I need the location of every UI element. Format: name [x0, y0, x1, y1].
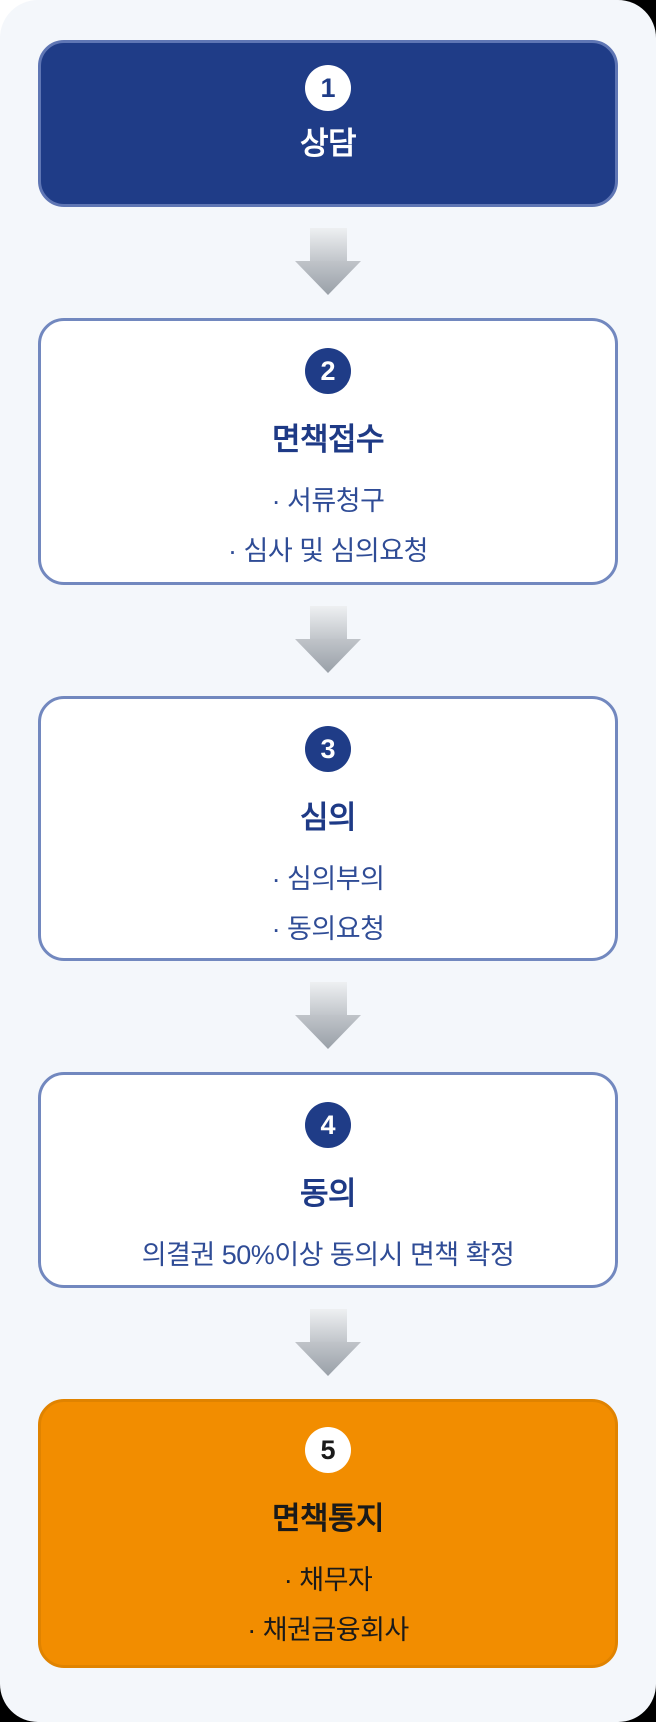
- step-title: 상담: [299, 126, 357, 161]
- step-detail: · 채권금융회사: [247, 1615, 409, 1645]
- step-detail: · 심사 및 심의요청: [228, 536, 428, 566]
- step-card-consultation: 1 상담: [38, 40, 618, 207]
- arrow-down-icon: [295, 228, 361, 295]
- step-number-badge: 2: [305, 348, 351, 394]
- arrow-stem: [309, 1309, 347, 1342]
- step-detail: · 채무자: [283, 1565, 373, 1595]
- arrow-stem: [309, 606, 347, 639]
- step-details: · 서류청구 · 심사 및 심의요청: [228, 476, 428, 576]
- arrow-head: [295, 1342, 361, 1376]
- arrow-head: [295, 639, 361, 673]
- arrow-head: [295, 1015, 361, 1049]
- step-number: 1: [320, 72, 336, 103]
- arrow-down-icon: [295, 1309, 361, 1376]
- step-title: 동의: [299, 1176, 357, 1211]
- step-number-badge: 4: [305, 1102, 351, 1148]
- step-number: 3: [320, 733, 336, 764]
- step-number-badge: 5: [305, 1427, 351, 1473]
- step-details: 의결권 50%이상 동의시 면책 확정: [142, 1230, 515, 1280]
- step-number: 5: [320, 1434, 336, 1465]
- step-card-consent: 4 동의 의결권 50%이상 동의시 면책 확정: [38, 1072, 618, 1288]
- arrow-stem: [309, 228, 347, 261]
- step-title: 면책접수: [271, 422, 385, 457]
- step-card-exemption-notice: 5 면책통지 · 채무자 · 채권금융회사: [38, 1399, 618, 1668]
- step-number: 4: [320, 1109, 336, 1140]
- arrow-down-icon: [295, 606, 361, 673]
- step-title: 심의: [299, 800, 357, 835]
- step-details: · 심의부의 · 동의요청: [272, 854, 385, 954]
- step-detail: 의결권 50%이상 동의시 면책 확정: [141, 1240, 515, 1270]
- step-number: 2: [320, 355, 336, 386]
- step-details: · 채무자 · 채권금융회사: [247, 1555, 409, 1655]
- step-card-deliberation: 3 심의 · 심의부의 · 동의요청: [38, 696, 618, 961]
- step-number-badge: 1: [305, 65, 351, 111]
- step-detail: · 심의부의: [271, 864, 385, 894]
- step-detail: · 서류청구: [271, 486, 385, 516]
- step-title: 면책통지: [271, 1501, 385, 1536]
- step-card-exemption-application: 2 면책접수 · 서류청구 · 심사 및 심의요청: [38, 318, 618, 585]
- step-detail: · 동의요청: [271, 914, 385, 944]
- arrow-down-icon: [295, 982, 361, 1049]
- arrow-head: [295, 261, 361, 295]
- arrow-stem: [309, 982, 347, 1015]
- step-number-badge: 3: [305, 726, 351, 772]
